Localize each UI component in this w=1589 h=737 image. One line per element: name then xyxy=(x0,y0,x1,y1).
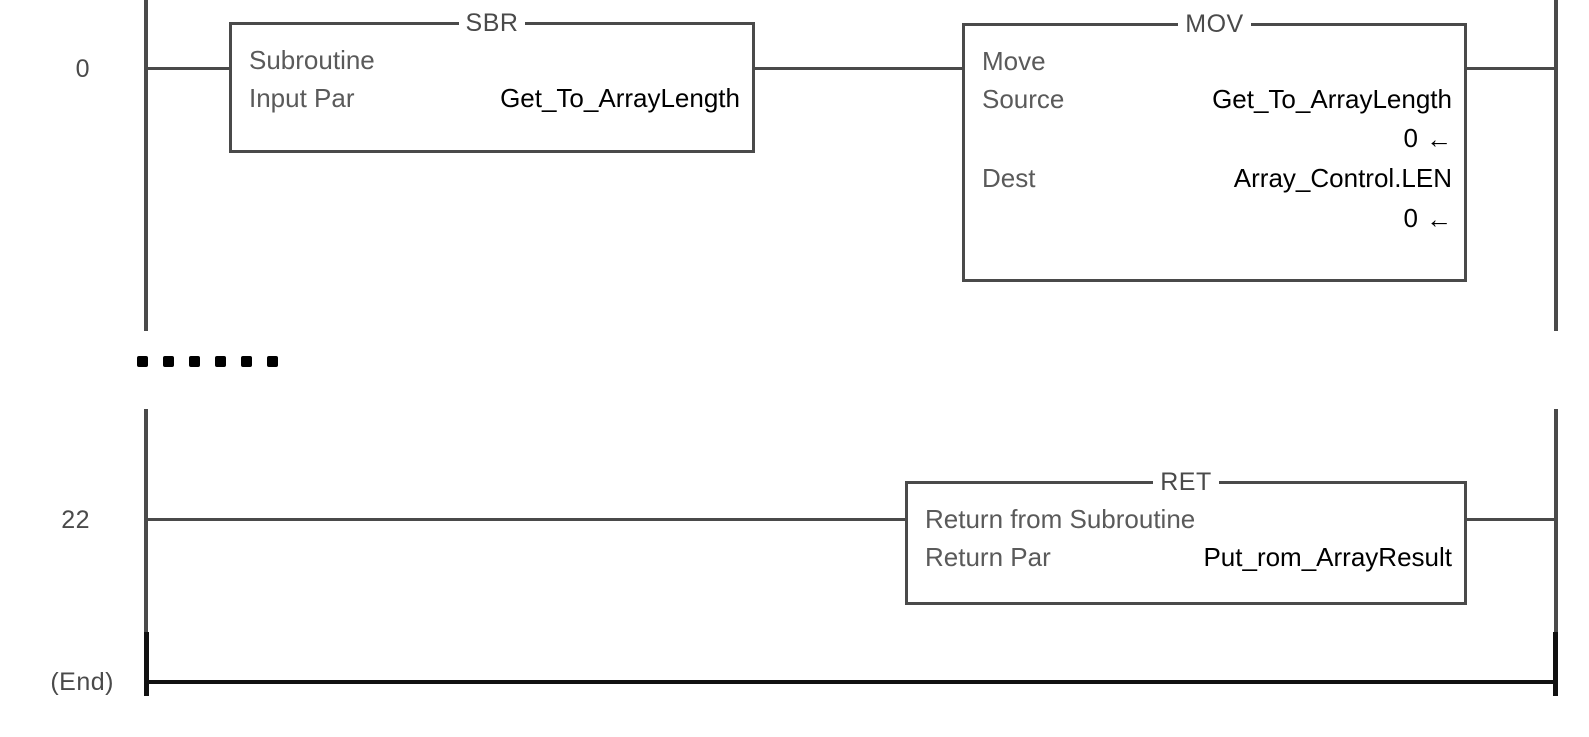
right-power-rail-lower xyxy=(1554,409,1558,634)
rung-0-wire-middle xyxy=(752,67,965,70)
mov-row-move: Move xyxy=(982,42,1452,80)
separator-dot xyxy=(163,356,174,367)
rung-collapse-separator[interactable] xyxy=(137,356,278,367)
rung-number-0: 0 xyxy=(75,55,90,83)
ret-row-return-par[interactable]: Return Par Put_rom_ArrayResult xyxy=(925,538,1452,576)
mov-row-source-value[interactable]: Get_To_ArrayLength xyxy=(1212,84,1452,114)
mov-row-source-data: 0← xyxy=(982,118,1452,158)
sbr-block-title: SBR xyxy=(232,10,752,36)
right-power-rail-upper xyxy=(1554,0,1558,331)
mov-row-dest[interactable]: Dest Array_Control.LEN xyxy=(982,158,1452,198)
left-power-rail-end xyxy=(144,632,149,696)
separator-dot xyxy=(189,356,200,367)
sbr-block[interactable]: SBR Subroutine Input Par Get_To_ArrayLen… xyxy=(229,10,755,153)
mov-row-dest-data: 0← xyxy=(982,198,1452,238)
sbr-row-input-par-value[interactable]: Get_To_ArrayLength xyxy=(500,83,740,113)
rung-22-wire-right xyxy=(1464,518,1556,521)
ret-row-return-par-label: Return Par xyxy=(925,542,1051,572)
mov-row-source[interactable]: Source Get_To_ArrayLength xyxy=(982,80,1452,118)
ret-title-text: RET xyxy=(1153,469,1219,495)
sbr-row-subroutine: Subroutine xyxy=(249,41,740,79)
left-power-rail-lower xyxy=(144,409,148,634)
mov-source-data-value: 0 xyxy=(1403,123,1418,153)
ret-row-return-par-value[interactable]: Put_rom_ArrayResult xyxy=(1203,542,1452,572)
end-rung-wire xyxy=(146,680,1556,684)
sbr-title-text: SBR xyxy=(458,10,526,36)
mov-dest-data-value: 0 xyxy=(1403,203,1418,233)
left-arrow-icon: ← xyxy=(1426,204,1452,234)
left-arrow-icon: ← xyxy=(1426,124,1452,154)
ret-block[interactable]: RET Return from Subroutine Return Par Pu… xyxy=(905,469,1467,605)
rung-0-wire-right xyxy=(1464,67,1556,70)
sbr-row-input-par[interactable]: Input Par Get_To_ArrayLength xyxy=(249,79,740,117)
rung-0-wire-left xyxy=(146,67,232,70)
rung-number-end: (End) xyxy=(50,668,114,696)
ret-row-return: Return from Subroutine xyxy=(925,500,1452,538)
mov-block[interactable]: MOV Move Source Get_To_ArrayLength 0← De… xyxy=(962,11,1467,282)
separator-dot xyxy=(215,356,226,367)
mov-row-dest-label: Dest xyxy=(982,163,1036,193)
sbr-block-body: Subroutine Input Par Get_To_ArrayLength xyxy=(249,41,740,117)
ret-block-body: Return from Subroutine Return Par Put_ro… xyxy=(925,500,1452,576)
separator-dot xyxy=(137,356,148,367)
rung-22-wire-left xyxy=(146,518,908,521)
mov-row-dest-value[interactable]: Array_Control.LEN xyxy=(1233,163,1452,193)
separator-dot xyxy=(241,356,252,367)
separator-dot xyxy=(267,356,278,367)
ret-block-title: RET xyxy=(908,469,1464,495)
mov-block-body: Move Source Get_To_ArrayLength 0← Dest A… xyxy=(982,42,1452,238)
left-power-rail-upper xyxy=(144,0,148,331)
mov-row-move-label: Move xyxy=(982,46,1046,76)
right-power-rail-end xyxy=(1553,632,1558,696)
mov-block-title: MOV xyxy=(965,11,1464,37)
sbr-row-input-par-label: Input Par xyxy=(249,83,355,113)
rung-number-22: 22 xyxy=(61,506,90,534)
ret-row-return-label: Return from Subroutine xyxy=(925,504,1196,534)
mov-row-source-label: Source xyxy=(982,84,1065,114)
mov-title-text: MOV xyxy=(1178,11,1251,37)
sbr-row-subroutine-label: Subroutine xyxy=(249,45,375,75)
